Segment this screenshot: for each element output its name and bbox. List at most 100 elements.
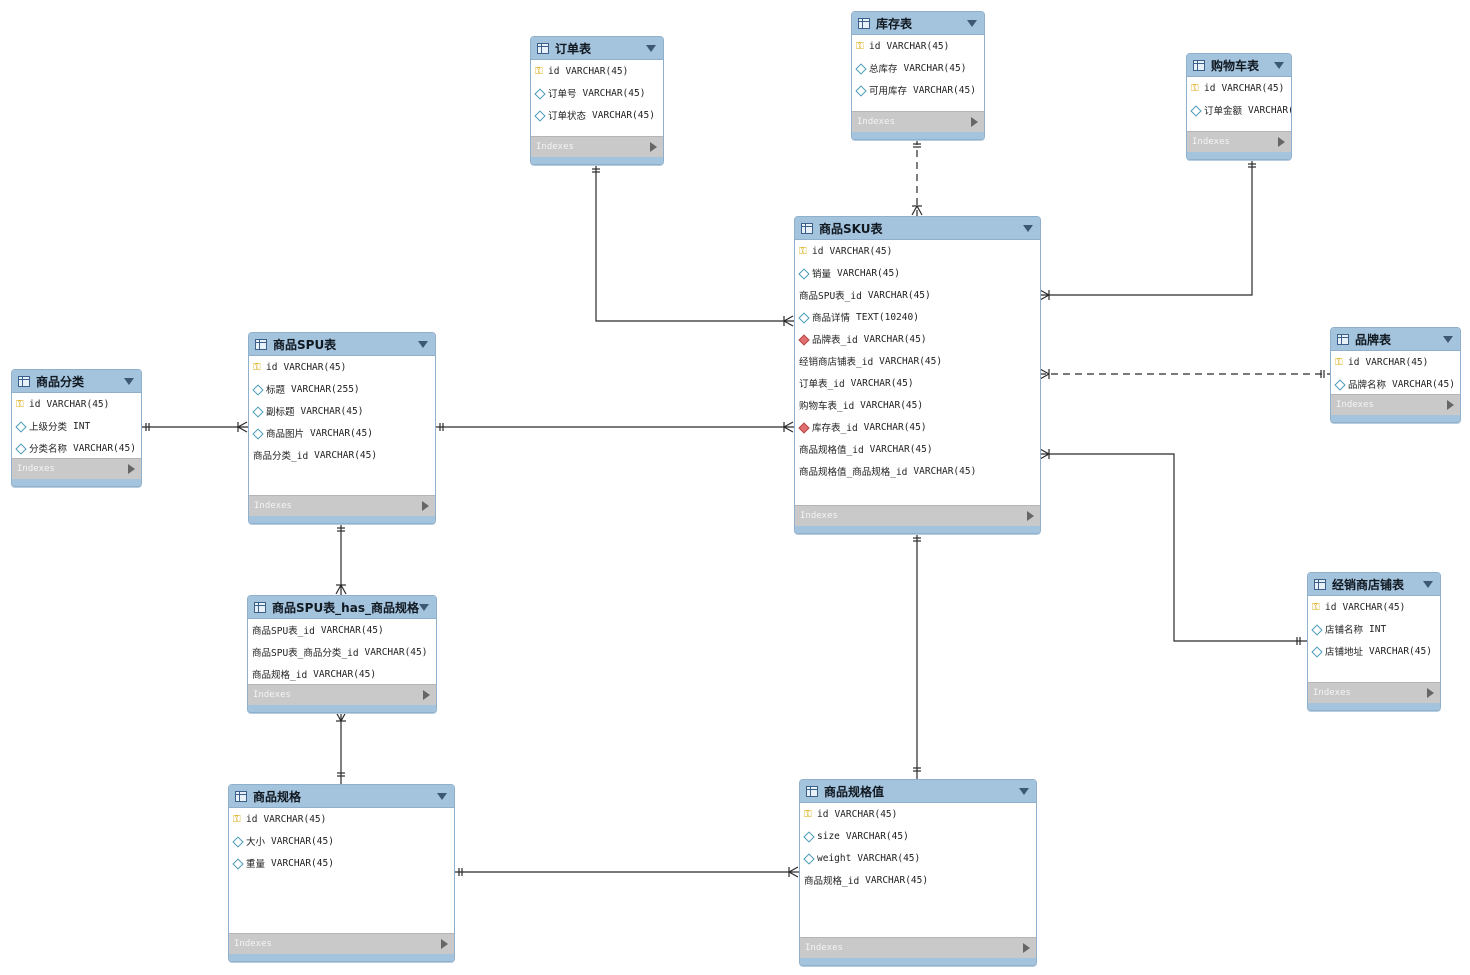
table-title: 经销商店铺表 bbox=[1332, 577, 1405, 592]
collapse-triangle-icon[interactable] bbox=[419, 603, 429, 611]
expand-triangle-icon[interactable] bbox=[422, 501, 429, 511]
table-header[interactable]: 商品SPU表 bbox=[249, 333, 435, 356]
indexes-section[interactable]: Indexes bbox=[795, 505, 1040, 526]
indexes-section[interactable]: Indexes bbox=[1331, 394, 1460, 415]
indexes-section[interactable]: Indexes bbox=[1308, 682, 1440, 703]
expand-triangle-icon[interactable] bbox=[1427, 688, 1434, 698]
indexes-section[interactable]: Indexes bbox=[248, 684, 436, 705]
collapse-triangle-icon[interactable] bbox=[646, 44, 656, 52]
table-header[interactable]: 商品分类 bbox=[12, 370, 141, 393]
expand-triangle-icon[interactable] bbox=[1027, 511, 1034, 521]
table-header[interactable]: 经销商店铺表 bbox=[1308, 573, 1440, 596]
collapse-triangle-icon[interactable] bbox=[1019, 787, 1029, 795]
collapse-triangle-icon[interactable] bbox=[967, 19, 977, 27]
table-header[interactable]: 库存表 bbox=[852, 12, 984, 35]
collapse-triangle-icon[interactable] bbox=[1023, 224, 1033, 232]
collapse-triangle-icon[interactable] bbox=[437, 792, 447, 800]
indexes-section[interactable]: Indexes bbox=[12, 458, 141, 479]
collapse-triangle-icon[interactable] bbox=[1423, 580, 1433, 588]
expand-triangle-icon[interactable] bbox=[423, 690, 430, 700]
indexes-section[interactable]: Indexes bbox=[852, 111, 984, 132]
table-header[interactable]: 商品SPU表_has_商品规格 bbox=[248, 596, 436, 619]
expand-triangle-icon[interactable] bbox=[971, 117, 978, 127]
indexes-section[interactable]: Indexes bbox=[249, 495, 435, 516]
expand-triangle-icon[interactable] bbox=[1023, 943, 1030, 953]
indexes-section[interactable]: Indexes bbox=[1187, 131, 1291, 152]
table-header[interactable]: 商品SKU表 bbox=[795, 217, 1040, 240]
collapse-triangle-icon[interactable] bbox=[418, 340, 428, 348]
table-footer-bar bbox=[12, 479, 141, 486]
expand-triangle-icon[interactable] bbox=[441, 939, 448, 949]
table-header[interactable]: 商品规格 bbox=[229, 785, 454, 808]
attribute-icon bbox=[1191, 106, 1200, 115]
indexes-section[interactable]: Indexes bbox=[531, 136, 663, 157]
expand-triangle-icon[interactable] bbox=[128, 464, 135, 474]
indexes-section[interactable]: Indexes bbox=[800, 937, 1036, 958]
table-header[interactable]: 购物车表 bbox=[1187, 54, 1291, 77]
expand-triangle-icon[interactable] bbox=[650, 142, 657, 152]
table-header[interactable]: 品牌表 bbox=[1331, 328, 1460, 351]
collapse-triangle-icon[interactable] bbox=[1443, 335, 1453, 343]
collapse-triangle-icon[interactable] bbox=[1274, 61, 1284, 69]
table-header[interactable]: 商品规格值 bbox=[800, 780, 1036, 803]
expand-triangle-icon[interactable] bbox=[1278, 137, 1285, 147]
expand-triangle-icon[interactable] bbox=[1447, 400, 1454, 410]
indexes-section[interactable]: Indexes bbox=[229, 933, 454, 954]
table-header[interactable]: 订单表 bbox=[531, 37, 663, 60]
collapse-triangle-icon[interactable] bbox=[124, 377, 134, 385]
